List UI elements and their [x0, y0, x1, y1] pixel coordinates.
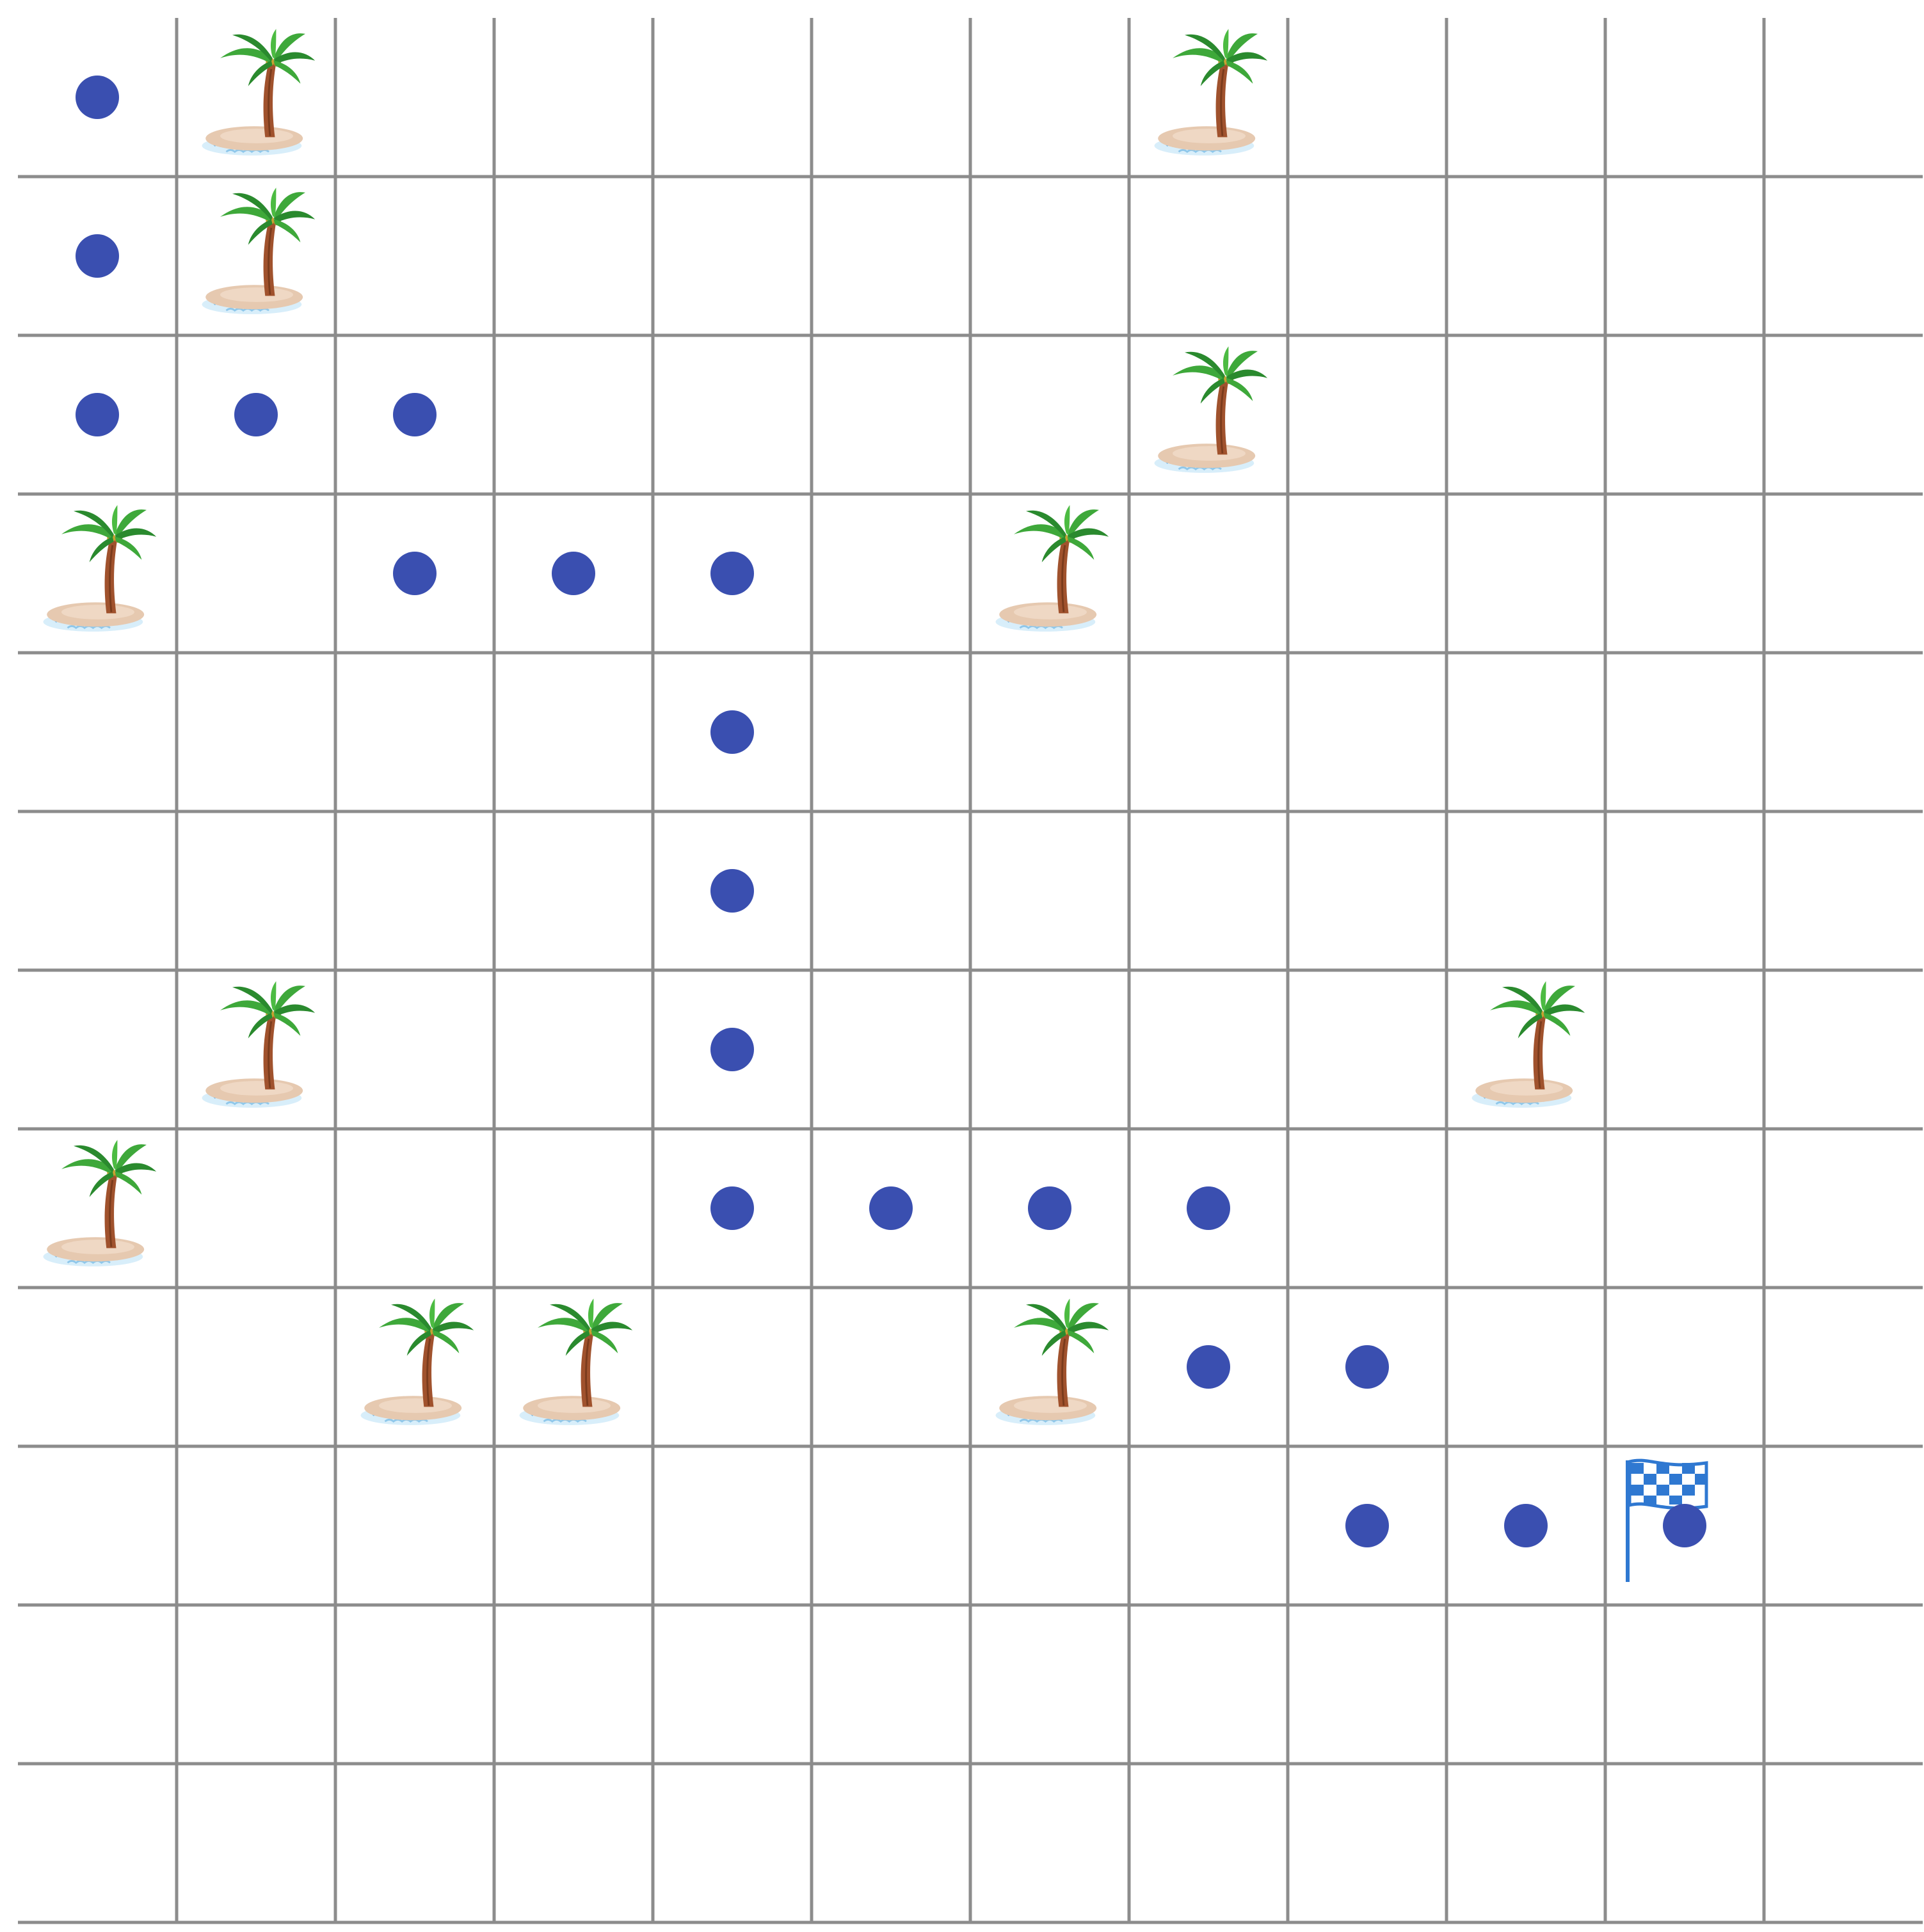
path-dot: [1663, 1504, 1706, 1547]
palm-island-icon: [200, 186, 317, 315]
palm-island-icon: [1153, 345, 1269, 474]
palm-island-icon: [518, 1297, 634, 1426]
path-dot: [710, 1186, 754, 1230]
path-dot: [234, 393, 278, 436]
path-dot: [710, 552, 754, 595]
path-dot: [1504, 1504, 1548, 1547]
path-dot: [1345, 1345, 1389, 1389]
path-dot: [552, 552, 595, 595]
path-dot: [869, 1186, 913, 1230]
path-dot: [76, 76, 119, 119]
palm-island-icon: [42, 504, 158, 633]
path-dots-layer: [76, 76, 1706, 1547]
grid-lines: [18, 18, 1923, 1924]
palm-island-icon: [200, 28, 317, 157]
path-dot: [76, 393, 119, 436]
path-dot: [1345, 1504, 1389, 1547]
palm-island-icon: [200, 980, 317, 1109]
path-dot: [393, 552, 437, 595]
palm-island-icon: [994, 1297, 1110, 1426]
palm-island-icon: [1470, 980, 1587, 1109]
path-dot: [710, 869, 754, 913]
islands-layer: [42, 28, 1587, 1426]
path-dot: [76, 234, 119, 278]
palm-island-icon: [42, 1138, 158, 1268]
path-dot: [1028, 1186, 1071, 1230]
path-dot: [1187, 1186, 1230, 1230]
path-dot: [1187, 1345, 1230, 1389]
path-dot: [710, 710, 754, 754]
palm-island-icon: [994, 504, 1110, 633]
palm-island-icon: [1153, 28, 1269, 157]
path-dot: [393, 393, 437, 436]
path-dot: [710, 1028, 754, 1071]
palm-island-icon: [359, 1297, 476, 1426]
